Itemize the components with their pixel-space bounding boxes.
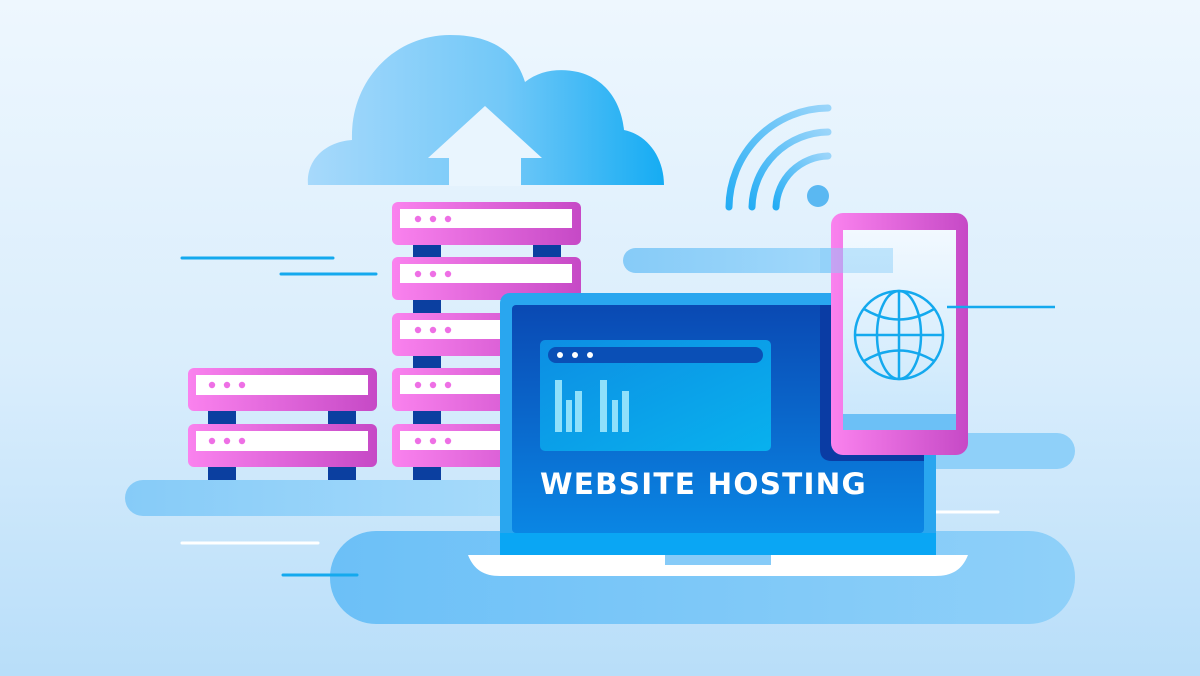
globe-icon xyxy=(853,289,945,381)
cloud-upload-icon xyxy=(307,35,664,186)
headline-text: WEBSITE HOSTING xyxy=(540,467,867,501)
wifi-icon xyxy=(725,104,832,211)
server-unit xyxy=(188,368,377,411)
server-unit xyxy=(392,202,581,245)
server-unit xyxy=(392,257,581,300)
smartphone-icon xyxy=(820,213,1055,455)
server-rack-short xyxy=(188,368,377,480)
bar-chart-icon xyxy=(555,380,629,432)
browser-window xyxy=(540,340,771,451)
laptop-icon xyxy=(468,293,968,576)
server-unit xyxy=(188,424,377,467)
